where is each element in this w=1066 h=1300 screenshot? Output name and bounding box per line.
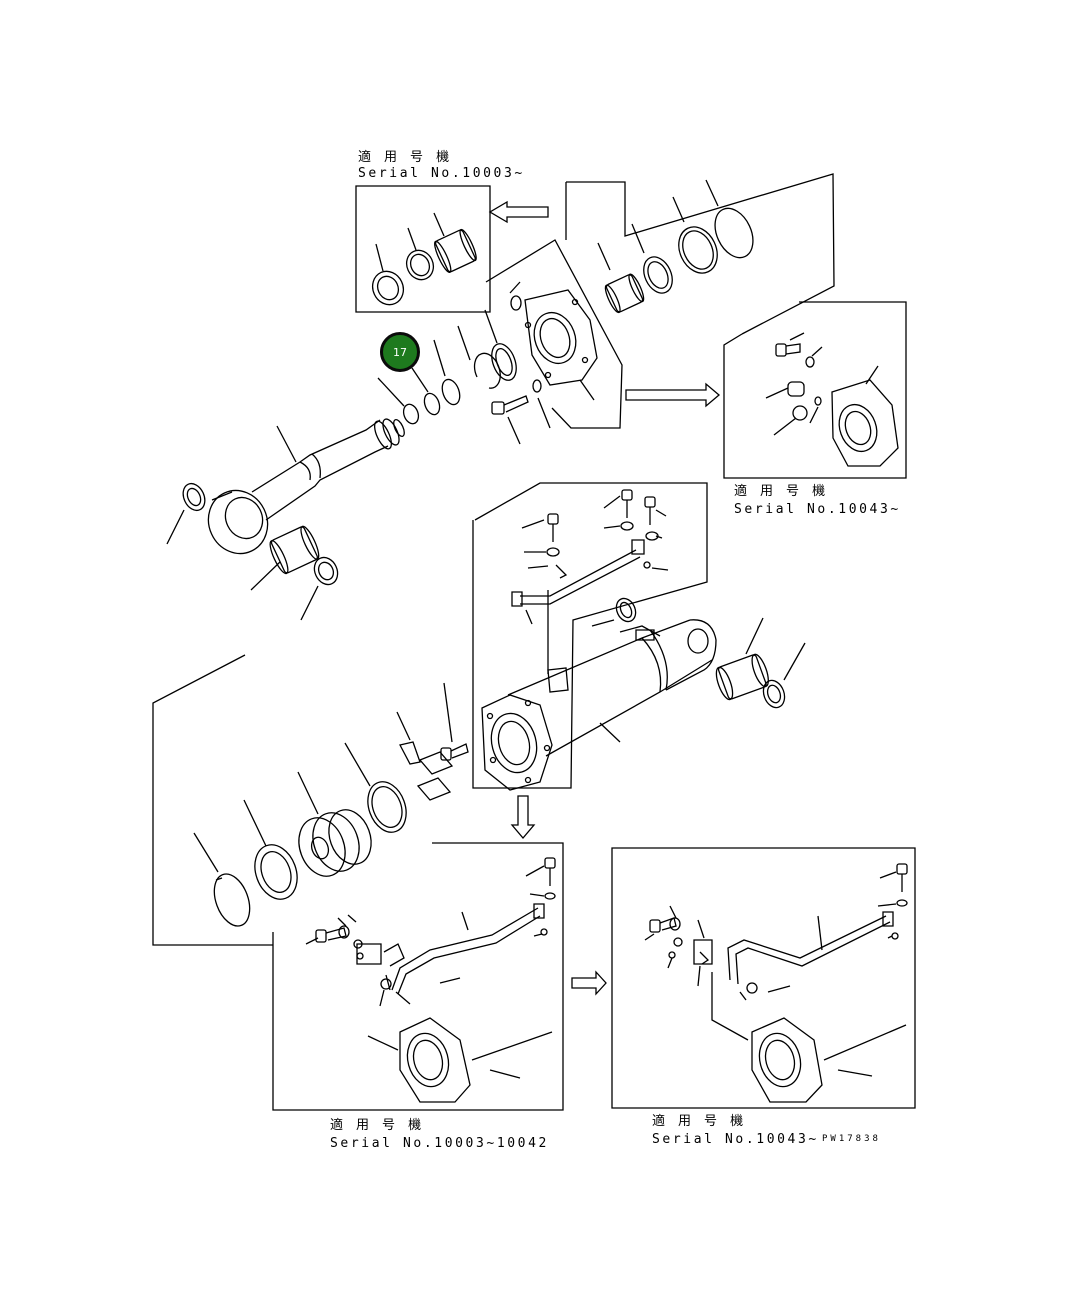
inset-bottom-right	[612, 848, 915, 1108]
serial-label-right-mid: Serial No.10043~	[734, 502, 901, 517]
arrow-down-icon	[512, 796, 534, 838]
seal-box-top	[566, 174, 834, 334]
serial-label-top-left-jp: 適 用 号 機	[358, 150, 452, 165]
piston-rod	[167, 417, 406, 620]
piston-group	[153, 655, 468, 945]
bolt-icon	[492, 396, 528, 414]
part-callout-17[interactable]: 17	[380, 332, 420, 372]
cylinder-head-group	[378, 240, 622, 444]
inset-right-mid	[724, 302, 906, 478]
cylinder-tube-group	[473, 483, 805, 790]
serial-label-bottom-left-jp: 適 用 号 機	[330, 1118, 424, 1133]
serial-label-top-left: Serial No.10003~	[358, 166, 525, 181]
serial-label-bottom-right-jp: 適 用 号 機	[652, 1114, 746, 1129]
drawing-code: PW17838	[822, 1134, 881, 1144]
arrow-right-icon	[626, 384, 719, 406]
part-callout-number: 17	[393, 345, 407, 359]
serial-label-bottom-right: Serial No.10043~	[652, 1132, 819, 1147]
inset-bottom-left	[273, 843, 563, 1110]
arrow-left-icon	[490, 202, 548, 222]
serial-label-right-mid-jp: 適 用 号 機	[734, 484, 828, 499]
inset-top-left	[356, 186, 548, 312]
serial-label-bottom-left: Serial No.10003~10042	[330, 1136, 549, 1151]
arrow-right-icon	[572, 972, 606, 994]
